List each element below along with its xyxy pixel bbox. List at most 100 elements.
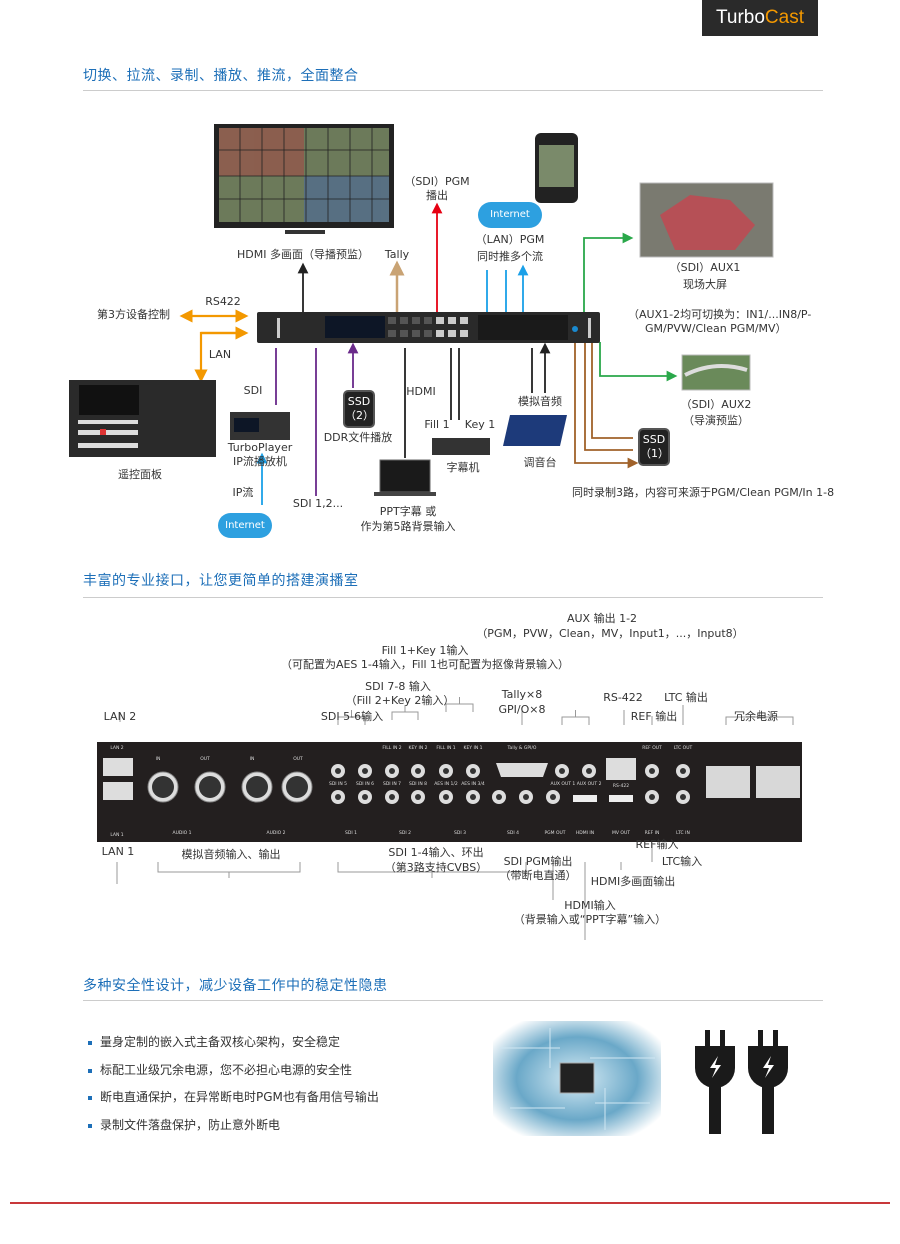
bnc-pin bbox=[335, 794, 341, 800]
panel-sdi4: SDI 4 bbox=[507, 831, 519, 836]
rear-panel-diagram bbox=[97, 697, 802, 940]
bullet-item: 录制文件落盘保护，防止意外断电 bbox=[88, 1116, 280, 1133]
xlr-inner bbox=[152, 776, 174, 798]
panel-fill-in1: FILL IN 1 bbox=[436, 746, 456, 751]
bnc-pin bbox=[362, 768, 368, 774]
bnc-pin bbox=[362, 794, 368, 800]
bullet-item: 断电直通保护，在异常断电时PGM也有备用信号输出 bbox=[88, 1088, 379, 1105]
aux-note: （AUX1-2均可切换为：IN1/...IN8/P- bbox=[628, 308, 812, 321]
cg-machine-image bbox=[432, 438, 490, 455]
hdmi-mv-out-label: HDMI多画面输出 bbox=[590, 875, 676, 888]
turboplayer-label: TurboPlayer bbox=[227, 441, 293, 454]
aux1-label: （SDI）AUX1 bbox=[669, 261, 741, 274]
hdmi-multiview-label: HDMI 多画面（导播预监） bbox=[237, 248, 369, 261]
ssd1-number: （1） bbox=[640, 447, 669, 460]
hdmi-in-port bbox=[573, 795, 597, 802]
power-inlet bbox=[706, 766, 750, 798]
fill1-key1-label: Fill 1+Key 1输入 bbox=[381, 644, 469, 657]
panel-audio1: AUDIO 1 bbox=[172, 831, 192, 836]
sdi56-label: SDI 5-6输入 bbox=[320, 710, 384, 723]
sdi78-label: SDI 7-8 输入 bbox=[365, 680, 431, 693]
bnc-pin bbox=[443, 768, 449, 774]
lan-label: LAN bbox=[208, 348, 232, 361]
power-plug-icon bbox=[695, 1030, 735, 1134]
bnc-pin bbox=[389, 768, 395, 774]
security-illustrations bbox=[493, 1021, 788, 1136]
panel-aes34: AES IN 3/4 bbox=[461, 782, 485, 787]
mixer-label: 调音台 bbox=[523, 456, 557, 469]
section1-title: 切换、拉流、录制、播放、推流，全面整合 bbox=[83, 68, 359, 84]
aux-note-2: GM/PVW/Clean PGM/MV） bbox=[645, 322, 787, 335]
internet-cloud-icon-2: Internet bbox=[218, 513, 272, 538]
panel-audio2: AUDIO 2 bbox=[266, 831, 286, 836]
section3-title: 多种安全性设计，减少设备工作中的稳定性隐患 bbox=[83, 978, 388, 994]
sdi78-label-2: （Fill 2+Key 2输入） bbox=[345, 694, 455, 707]
panel-key-in1: KEY IN 1 bbox=[463, 746, 483, 751]
sdi-pgm-out-label-2: （带断电直通） bbox=[499, 869, 577, 882]
turboplayer-label-2: IP流播放机 bbox=[233, 455, 287, 468]
bnc-pin bbox=[523, 794, 529, 800]
aux2-arrow bbox=[599, 342, 678, 382]
lan1-label: LAN 1 bbox=[101, 845, 135, 858]
rs422-label: RS422 bbox=[205, 295, 241, 308]
lan-pgm-label: （LAN）PGM bbox=[475, 233, 545, 246]
power-plug-icon bbox=[748, 1030, 788, 1134]
bullet-item: 标配工业级冗余电源，您不必担心电源的安全性 bbox=[88, 1061, 352, 1078]
xlr-inner bbox=[286, 776, 308, 798]
bnc-pin bbox=[496, 794, 502, 800]
hdmi-in-label: HDMI输入 bbox=[564, 899, 616, 912]
ssd1-icon: SSD（1） bbox=[638, 428, 670, 466]
rs422-port bbox=[606, 758, 636, 780]
rs422-port-label: RS-422 bbox=[603, 691, 643, 704]
power-inlet bbox=[756, 766, 800, 798]
bnc-pin bbox=[680, 794, 686, 800]
internet-cloud-icon: Internet bbox=[478, 202, 542, 228]
tally-label: Tally bbox=[384, 248, 410, 261]
panel-audio1-out: OUT bbox=[200, 757, 210, 762]
panel-tally-gpio: Tally & GPI/O bbox=[507, 746, 537, 751]
third-party-label: 第3方设备控制 bbox=[97, 308, 170, 321]
panel-aes12: AES IN 1/2 bbox=[434, 782, 458, 787]
panel-sdi-in5: SDI IN 5 bbox=[328, 782, 348, 787]
hdmi-label: HDMI bbox=[406, 385, 436, 398]
panel-sdi3: SDI 3 bbox=[454, 831, 466, 836]
aux-out-label-2: （PGM，PVW，Clean，MV，Input1，...，Input8） bbox=[476, 627, 744, 640]
turbocast-logo: TurboCast bbox=[702, 0, 818, 36]
section2-title: 丰富的专业接口，让您更简单的搭建演播室 bbox=[83, 573, 359, 589]
panel-ltc-out: LTC OUT bbox=[673, 746, 693, 751]
lan-pgm-label-2: 同时推多个流 bbox=[477, 250, 543, 263]
ref-in-label: REF输入 bbox=[635, 838, 679, 851]
bnc-pin bbox=[550, 794, 556, 800]
panel-key-in2: KEY IN 2 bbox=[408, 746, 428, 751]
sdi-pgm-out-label: SDI PGM输出 bbox=[503, 855, 573, 868]
divider bbox=[83, 90, 823, 91]
stream-arrows bbox=[486, 270, 523, 312]
bnc-pin bbox=[586, 768, 592, 774]
power-label: 冗余电源 bbox=[734, 710, 778, 723]
fill1-label: Fill 1 bbox=[424, 418, 450, 431]
callout-line bbox=[337, 862, 527, 878]
panel-sdi-in8: SDI IN 8 bbox=[408, 782, 428, 787]
bnc-pin bbox=[443, 794, 449, 800]
panel-rs422: RS-422 bbox=[612, 784, 630, 789]
ref-out-label: REF 输出 bbox=[630, 710, 678, 723]
aux2-label: （SDI）AUX2 bbox=[680, 398, 752, 411]
sdi-12-label: SDI 1,2... bbox=[292, 497, 344, 510]
panel-labels: LAN 2 LAN 1 IN OUT IN OUT AUDIO 1 AUDIO … bbox=[0, 742, 900, 842]
logo-part2: Cast bbox=[764, 7, 804, 28]
ssd1-label: SSD bbox=[642, 433, 666, 446]
callout-line bbox=[391, 705, 419, 720]
ip-stream-label: IP流 bbox=[232, 486, 254, 499]
bnc-pin bbox=[559, 768, 565, 774]
laptop-image bbox=[379, 459, 431, 493]
lan2-port bbox=[103, 758, 133, 776]
key1-label: Key 1 bbox=[464, 418, 496, 431]
bullet-item: 量身定制的嵌入式主备双核心架构，安全稳定 bbox=[88, 1033, 340, 1050]
analog-audio-label: 模拟音频 bbox=[518, 395, 562, 408]
callout-line bbox=[725, 710, 794, 725]
sdi-label: SDI bbox=[243, 384, 263, 397]
bnc-pin bbox=[415, 768, 421, 774]
panel-aux-out: AUX OUT 1 AUX OUT 2 bbox=[550, 782, 602, 787]
remote-panel-label: 遥控面板 bbox=[118, 468, 162, 481]
panel-ref-in: REF IN bbox=[644, 831, 660, 836]
